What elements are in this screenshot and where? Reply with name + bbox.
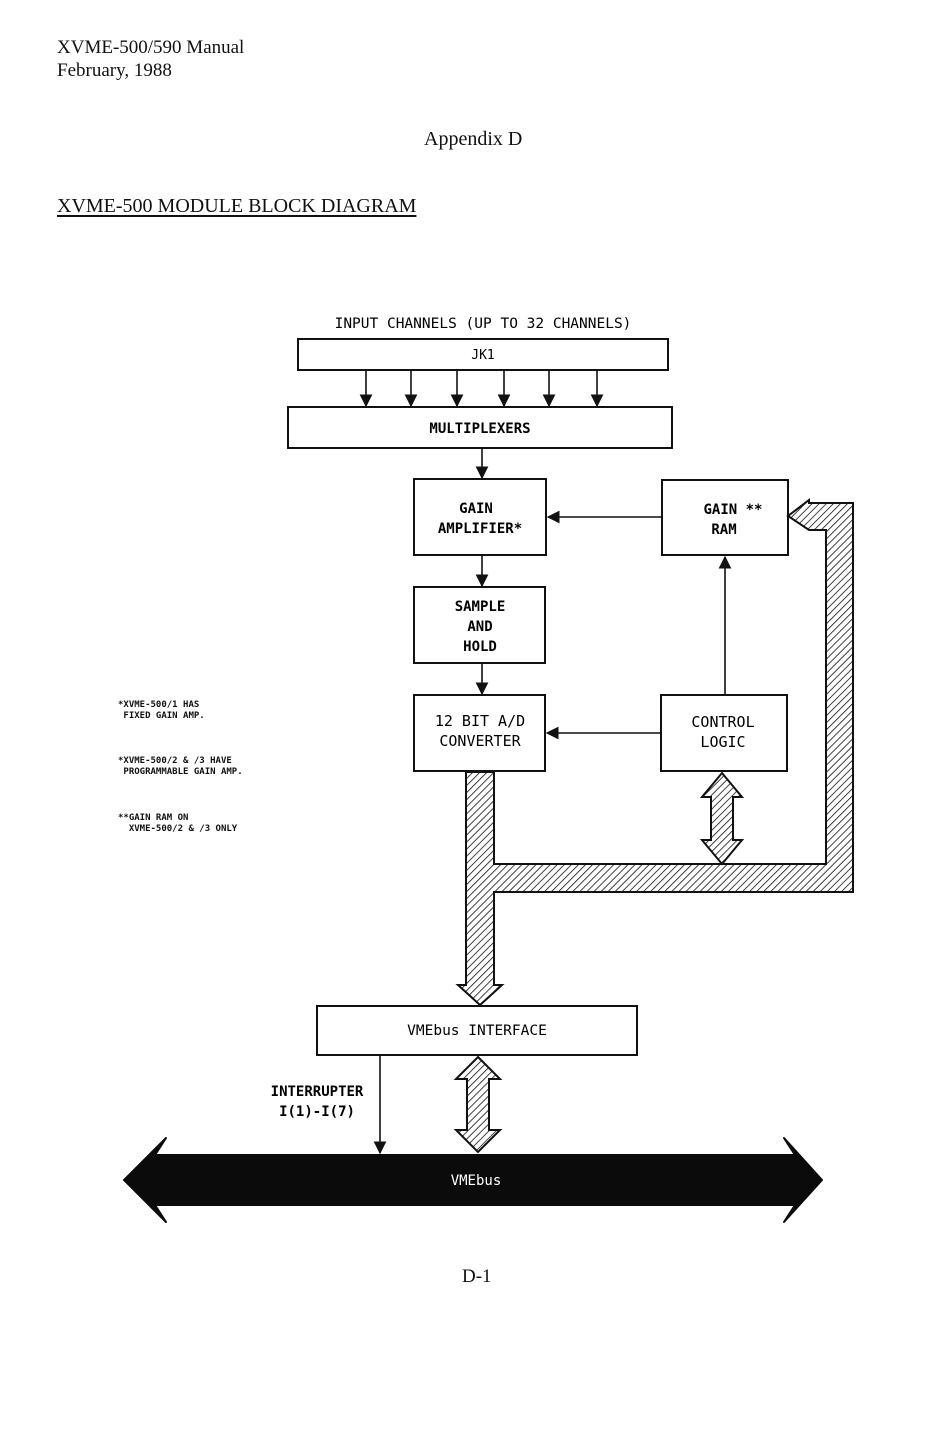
vmebus-interface-block [316, 1005, 638, 1056]
control-logic-block [660, 694, 788, 772]
gain-ram-line1: GAIN ** [703, 502, 762, 518]
sample-hold-line1: SAMPLE [455, 599, 506, 615]
internal-data-bus [455, 497, 854, 1007]
diagram-title: XVME-500 MODULE BLOCK DIAGRAM [57, 195, 417, 217]
gain-ram-block [661, 479, 789, 556]
sample-hold-line2: AND [467, 619, 492, 635]
control-bus-double-arrow [699, 771, 745, 866]
page-number: D-1 [462, 1266, 492, 1287]
interface-bus-double-arrow [453, 1055, 503, 1154]
gain-amplifier-line1: GAIN [459, 501, 493, 517]
manual-title: XVME-500/590 Manual [57, 37, 245, 58]
interrupter-label-line2: I(1)-I(7) [279, 1104, 355, 1120]
appendix-label: Appendix D [424, 128, 523, 150]
note-programmable-gain: *XVME-500/2 & /3 HAVE PROGRAMMABLE GAIN … [118, 756, 243, 777]
vmebus-interface-label: VMEbus INTERFACE [407, 1023, 547, 1039]
jk1-connector [297, 338, 669, 371]
sample-hold-block [413, 586, 546, 664]
jk1-label: JK1 [471, 348, 494, 363]
gain-ram-line2: RAM [711, 522, 736, 538]
adc-line2: CONVERTER [439, 732, 521, 750]
gain-amplifier-line2: AMPLIFIER* [438, 521, 522, 537]
vmebus-backplane [123, 1137, 823, 1223]
sample-hold-line3: HOLD [463, 639, 497, 655]
note-fixed-gain: *XVME-500/1 HAS FIXED GAIN AMP. [118, 700, 205, 721]
control-logic-line2: LOGIC [700, 733, 745, 751]
input-channels-label: INPUT CHANNELS (UP TO 32 CHANNELS) [335, 316, 632, 332]
gain-amplifier-block [413, 478, 547, 556]
multiplexers-label: MULTIPLEXERS [429, 421, 530, 437]
multiplexers-block [287, 406, 673, 449]
vmebus-label: VMEbus [451, 1173, 502, 1189]
interrupter-label-line1: INTERRUPTER [271, 1084, 364, 1100]
control-logic-line1: CONTROL [691, 713, 754, 731]
input-arrows [359, 371, 604, 408]
manual-date: February, 1988 [57, 60, 172, 81]
note-gain-ram: **GAIN RAM ON XVME-500/2 & /3 ONLY [118, 813, 238, 834]
adc-line1: 12 BIT A/D [435, 712, 525, 730]
